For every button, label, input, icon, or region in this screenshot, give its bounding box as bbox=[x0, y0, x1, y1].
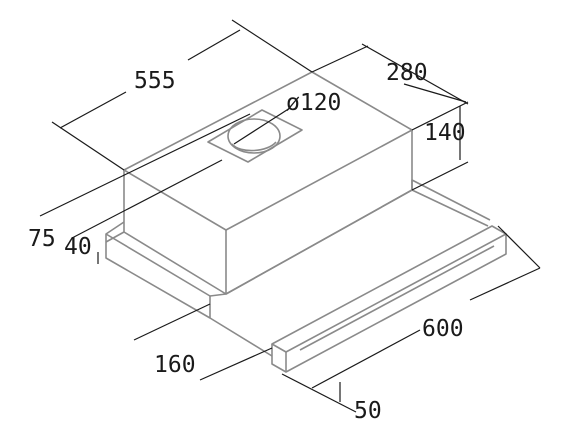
dim-140-bottom bbox=[411, 161, 469, 191]
dim-75-line bbox=[39, 113, 251, 217]
dim-555-ext-right bbox=[231, 19, 313, 73]
duct-collar-circle bbox=[227, 118, 281, 154]
label-extension-depth: 600 bbox=[422, 316, 464, 342]
dim-600-ext bbox=[469, 267, 541, 301]
label-duct-diameter: ø120 bbox=[286, 90, 341, 116]
dimension-lines bbox=[39, 19, 541, 413]
base-tray bbox=[105, 179, 507, 373]
tray-front-panel bbox=[209, 296, 273, 357]
visor-top bbox=[271, 225, 507, 353]
dim-600-line-a bbox=[311, 329, 421, 389]
dim-280-ext bbox=[361, 43, 469, 105]
hood-front-face bbox=[123, 170, 227, 295]
dim-280-line-a bbox=[311, 45, 369, 73]
dim-40-line bbox=[71, 159, 223, 239]
tray-front-top bbox=[209, 293, 227, 297]
tray-left-top bbox=[105, 233, 211, 297]
label-depth: 280 bbox=[386, 60, 428, 86]
dim-160-line-a bbox=[133, 303, 211, 341]
dim-555-line-b bbox=[187, 29, 241, 61]
duct-collar-inner bbox=[231, 141, 277, 152]
label-slide-offset: 160 bbox=[154, 352, 196, 378]
tray-back-edge bbox=[411, 189, 489, 227]
dim-280-line-b bbox=[403, 83, 467, 103]
visor-inner-line bbox=[299, 245, 495, 351]
duct-outlet bbox=[207, 109, 303, 163]
tray-right-rail bbox=[225, 179, 491, 295]
dim-160-line-b bbox=[199, 347, 273, 381]
dim-140-top bbox=[411, 101, 469, 131]
label-width: 555 bbox=[134, 68, 176, 94]
dimension-labels: 555 280 140 ø120 75 40 160 600 50 bbox=[28, 60, 466, 424]
dim-555-line-a bbox=[59, 91, 127, 129]
label-height: 140 bbox=[424, 120, 466, 146]
dim-555-ext-left bbox=[51, 121, 125, 171]
label-front-offset: 75 bbox=[28, 226, 56, 252]
dim-120-leader bbox=[233, 107, 291, 145]
tray-left-back bbox=[105, 231, 125, 243]
dim-600-line-b bbox=[497, 225, 541, 269]
tray-left-side bbox=[105, 221, 211, 319]
label-handle-depth: 50 bbox=[354, 398, 382, 424]
hood-body bbox=[123, 71, 413, 295]
label-front-height: 40 bbox=[64, 234, 92, 260]
dim-50-line bbox=[281, 373, 357, 413]
duct-plate bbox=[207, 109, 303, 163]
hood-right-face bbox=[225, 130, 413, 295]
